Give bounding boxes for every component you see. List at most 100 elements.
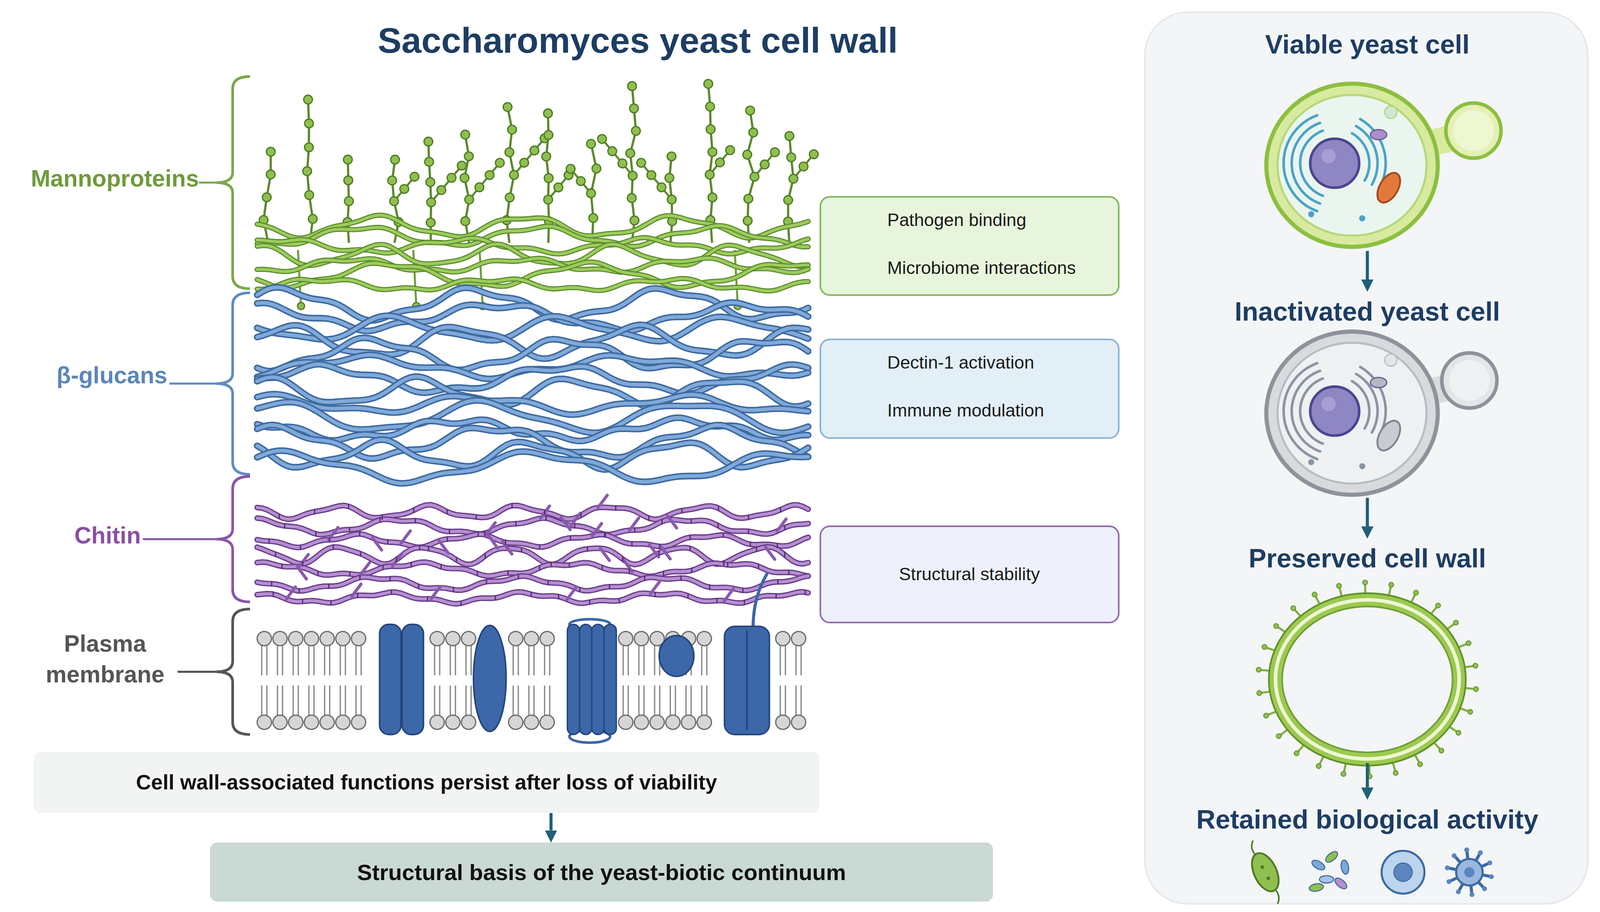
chitin-segment [332,544,334,550]
mannose-bead [665,173,674,183]
lipid-tail [276,685,278,717]
mannose-bead [507,125,517,135]
membrane-layer [257,573,806,743]
mannoprotein-stem [479,250,483,307]
mannose-bead [636,158,646,168]
mannan-fiber [257,278,809,292]
mannose-bead [617,158,627,168]
mannan-fiber [257,258,809,273]
mannoprotein-branch [469,162,501,200]
chitin-segment [417,583,419,590]
stage-heading: Inactivated yeast cell [1173,295,1562,328]
mannose-bead [266,170,276,179]
microbe-icon [1323,849,1340,865]
chitin-segment [389,576,391,582]
chitin-segment [742,587,744,594]
stage-node: Retained biological activity [1158,800,1577,902]
membrane-protein [591,624,605,735]
lipid-tail [281,685,284,717]
chitin-segment [538,565,540,571]
bracket-leader [169,382,217,385]
cell-wall [1266,331,1438,495]
lipid-head [634,631,649,646]
chitin-segment [557,593,560,600]
function-box: Structural stability [819,525,1120,624]
lipid-tail [622,685,624,717]
mannose-bead [630,216,640,225]
chitin-segment [347,504,350,510]
layer-bracket [216,292,251,475]
chitin-segment [545,515,547,521]
wall-spike-bead [1256,690,1262,696]
wall-ring-highlight [1275,599,1460,760]
chitin-segment [476,571,479,577]
mannose-bead [657,182,666,192]
lipid-tail [465,685,467,717]
chitin-segment [747,528,749,534]
lipid-tail [313,645,315,676]
function-text: Structural stability [821,563,1118,586]
mannose-bead [631,126,641,136]
mannose-bead [625,148,635,158]
wall-spike-bead [1417,762,1423,767]
lipid-tail [622,645,624,676]
microbe-icon [1332,876,1349,892]
wall-spike-bead [1362,580,1368,586]
mannose-bead [530,146,539,155]
lipid-tail [533,645,535,676]
lipid-tail [543,645,546,676]
mannose-bead [297,302,305,310]
protein-stalk [752,573,768,629]
chitin-segment [659,543,661,550]
chitin-segment [268,538,270,544]
lipid-tail [470,645,472,676]
chitin-segment [272,591,274,598]
lipid-head [430,715,445,730]
lipid-head [351,631,366,646]
chitin-fiber [257,561,809,577]
wall-ring [1275,599,1460,760]
glucan-fiber [257,450,809,484]
lipid-head [335,631,351,646]
chitin-branch [540,506,550,519]
preserved-wall [1256,580,1479,780]
microbe-icon [1310,858,1327,873]
chitin-branch [765,547,775,560]
membrane-protein [567,624,580,735]
mannose-bead [387,176,397,185]
vesicle [1308,459,1315,466]
chitin-segment [281,563,283,570]
vesicle [1359,463,1366,470]
chitin-segment [749,541,751,548]
bacterium-dot [1260,865,1265,870]
lipid-tail [674,685,676,717]
mannose-bead [543,130,553,140]
layer-label: Chitin [0,520,141,551]
function-box: Pathogen bindingMicrobiome interactions [819,196,1120,296]
wall-spike-bead [1472,663,1478,669]
lipid-head [257,631,272,646]
chitin-segment [743,599,745,606]
chitin-segment [663,571,665,577]
yeast-cell [1266,331,1497,495]
lipid-tail [517,645,519,676]
chitin-segment [455,557,457,563]
chitin-segment [357,592,359,598]
lipid-tail [276,645,278,676]
mannose-bead [343,176,353,185]
lipid-tail [784,685,787,717]
chitin-segment [359,551,362,557]
nucleolus [1321,397,1336,412]
lipid-head [288,715,304,730]
chitin-segment [507,570,509,576]
wall-spike-bead [1341,771,1346,777]
diagram-title: Saccharomyces yeast cell wall [204,19,1072,63]
dendrite-tip [1488,874,1494,880]
lipid-tail [706,685,708,717]
chitin-segment [777,579,779,585]
dendrite-tip [1445,865,1450,871]
wall-spike-bead [1316,764,1321,769]
mannose-bead [509,170,519,180]
mannose-bead [586,188,596,198]
